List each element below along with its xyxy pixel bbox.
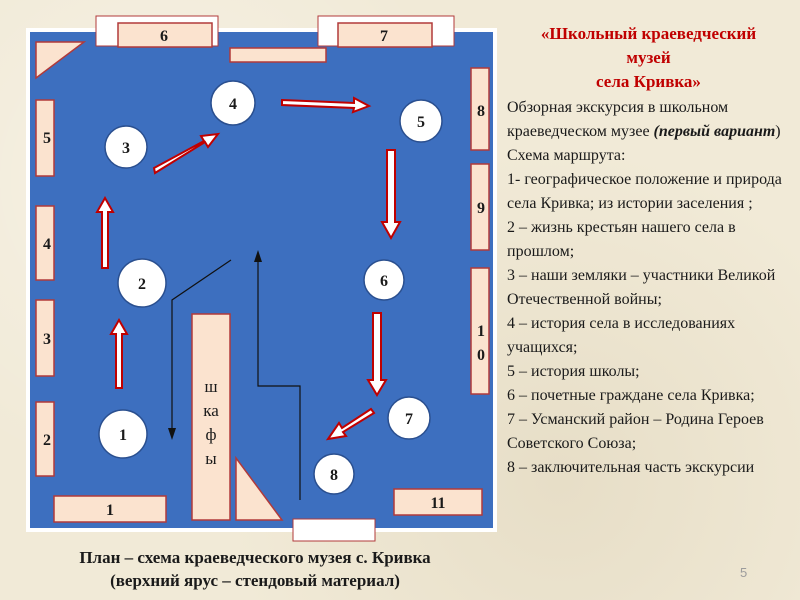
intro-text: Обзорная экскурсия в школьном краеведчес… xyxy=(507,99,729,140)
arrow-7-8 xyxy=(325,407,376,441)
closet-letter-1: ш xyxy=(204,377,217,396)
stand-11: 11 xyxy=(393,488,483,516)
route-description: «Школьный краеведческий музей села Кривк… xyxy=(507,22,790,480)
stand-left-2: 2 xyxy=(35,401,55,477)
corner-stand-top-left xyxy=(35,41,87,80)
route-item-1: 1- географическое положение и природа се… xyxy=(507,171,782,212)
stand-left-2-label: 2 xyxy=(43,432,51,449)
title-line-1: «Школьный краеведческий xyxy=(540,24,757,43)
stop-6: 6 xyxy=(363,259,405,301)
stop-7: 7 xyxy=(387,396,431,440)
arrow-2-3 xyxy=(95,195,115,269)
route-item-8: 8 – заключительная часть экскурсии xyxy=(507,459,755,476)
stand-left-4: 4 xyxy=(35,205,55,281)
stand-left-5: 5 xyxy=(35,99,55,177)
museum-plan: 6 7 8 9 1 0 5 4 3 2 1 xyxy=(26,15,497,542)
route-item-7: 7 – Усманский район – Родина Героев Сове… xyxy=(507,411,764,452)
caption-line-1: План – схема краеведческого музея с. Кри… xyxy=(79,548,431,567)
stop-1: 1 xyxy=(98,409,148,459)
closet: ш ка ф ы xyxy=(191,313,231,521)
stop-3: 3 xyxy=(104,125,148,169)
route-item-2: 2 – жизнь крестьян нашего села в прошлом… xyxy=(507,219,736,260)
route-item-3: 3 – наши земляки – участники Великой Оте… xyxy=(507,267,776,308)
route-item-4: 4 – история села в исследованиях учащихс… xyxy=(507,315,736,356)
stand-10-label-1: 1 xyxy=(477,323,485,340)
scheme-heading: Схема маршрута: xyxy=(507,147,626,164)
route-arrows xyxy=(95,96,402,441)
arrow-1-2 xyxy=(109,317,129,389)
route-item-6: 6 – почетные граждане села Кривка; xyxy=(507,387,755,404)
stand-1: 1 xyxy=(53,495,167,523)
top-shelf xyxy=(229,47,327,63)
title-line-2: музей xyxy=(626,48,671,67)
intro-emphasis: (первый вариант xyxy=(653,123,776,140)
closet-letter-2: ка xyxy=(203,401,219,420)
arrow-4-5 xyxy=(281,96,372,114)
stand-6-label: 6 xyxy=(160,28,168,45)
stand-1-label: 1 xyxy=(106,502,114,519)
corner-stand-bottom xyxy=(235,455,284,521)
stand-9-label: 9 xyxy=(477,200,485,217)
stand-11-label: 11 xyxy=(430,495,445,512)
stand-9: 9 xyxy=(470,163,490,251)
arrow-6-7 xyxy=(366,312,388,397)
stop-2-label: 2 xyxy=(138,276,146,293)
intro-paragraph: Обзорная экскурсия в школьном краеведчес… xyxy=(507,96,790,144)
stop-8: 8 xyxy=(313,453,355,495)
stand-7: 7 xyxy=(317,15,455,48)
stop-3-label: 3 xyxy=(122,140,130,157)
stop-7-label: 7 xyxy=(405,411,413,428)
stand-7-label: 7 xyxy=(380,28,388,45)
stand-8-label: 8 xyxy=(477,103,485,120)
stop-5: 5 xyxy=(399,99,443,143)
stand-10-label-2: 0 xyxy=(477,347,485,364)
route-item-5: 5 – история школы; xyxy=(507,363,640,380)
caption-line-2: (верхний ярус – стендовый материал) xyxy=(110,571,400,590)
stand-8: 8 xyxy=(470,67,490,151)
stand-left-3: 3 xyxy=(35,299,55,377)
intro-end: ) xyxy=(775,123,781,140)
stand-left-3-label: 3 xyxy=(43,331,51,348)
stand-left-5-label: 5 xyxy=(43,130,51,147)
stand-10: 1 0 xyxy=(470,267,490,395)
title-line-3: села Кривка» xyxy=(596,72,701,91)
stop-4-label: 4 xyxy=(229,96,237,113)
stop-6-label: 6 xyxy=(380,273,388,290)
stop-5-label: 5 xyxy=(417,114,425,131)
stop-1-label: 1 xyxy=(119,427,127,444)
stand-6: 6 xyxy=(95,15,219,48)
museum-title: «Школьный краеведческий музей села Кривк… xyxy=(507,22,790,94)
arrow-3-4 xyxy=(152,132,221,175)
arrow-5-6 xyxy=(380,149,402,241)
stop-8-label: 8 xyxy=(330,467,338,484)
stop-2: 2 xyxy=(117,258,167,308)
plan-caption: План – схема краеведческого музея с. Кри… xyxy=(20,546,490,592)
closet-letter-4: ы xyxy=(205,449,217,468)
stop-4: 4 xyxy=(210,80,256,126)
page-number: 5 xyxy=(740,565,748,580)
entrance-door xyxy=(292,518,376,542)
route-line-center xyxy=(168,250,301,500)
stand-left-4-label: 4 xyxy=(43,236,51,253)
closet-letter-3: ф xyxy=(205,425,216,444)
